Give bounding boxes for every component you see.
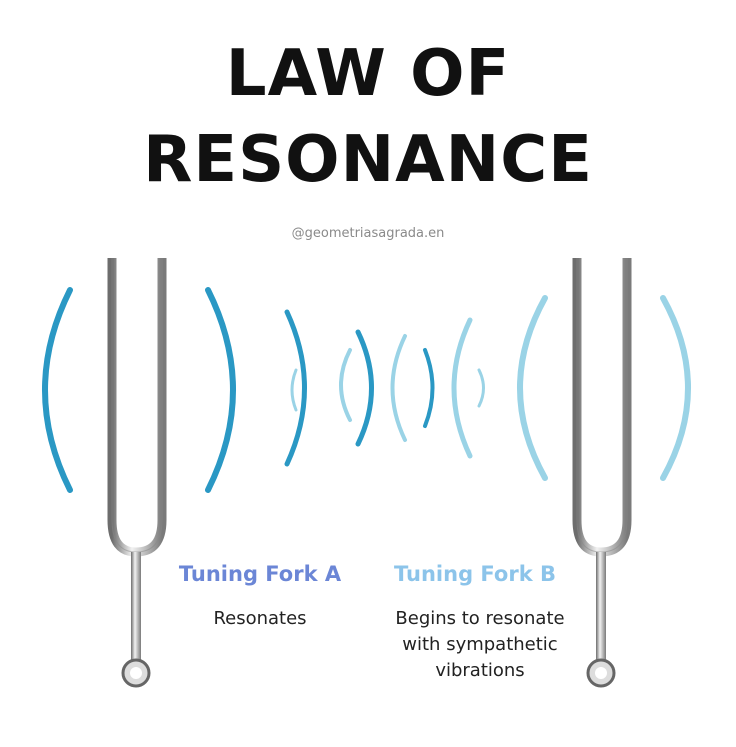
wave-arc [423, 348, 435, 428]
fork-b-description-line: Begins to resonate [395, 608, 565, 629]
fork-b-description-line: vibrations [435, 660, 525, 681]
wave-arc [339, 348, 352, 422]
wave-arc [290, 368, 298, 412]
author-handle: @geometriasagrada.en [291, 226, 445, 241]
fork-b-description-line: with sympathetic [402, 634, 558, 655]
title-line-2: RESONANCE [143, 123, 593, 197]
title-line-1: LAW OF [225, 37, 511, 111]
wave-arc [451, 317, 473, 459]
tuning-fork-a-icon [107, 258, 167, 688]
wave-arc [477, 368, 485, 408]
wave-arc [517, 295, 548, 481]
fork-a-label: Tuning Fork A [178, 562, 342, 586]
wave-arc [355, 329, 374, 447]
tuning-fork-b-icon [572, 258, 632, 688]
fork-b-label: Tuning Fork B [394, 562, 556, 586]
fork-a-description: Resonates [213, 608, 307, 629]
wave-arc [42, 287, 73, 493]
wave-arc [390, 334, 407, 442]
wave-arc [205, 287, 236, 493]
fork-b-description: Begins to resonate with sympathetic vibr… [370, 606, 590, 684]
wave-arc [660, 295, 691, 481]
wave-arc [284, 309, 307, 467]
